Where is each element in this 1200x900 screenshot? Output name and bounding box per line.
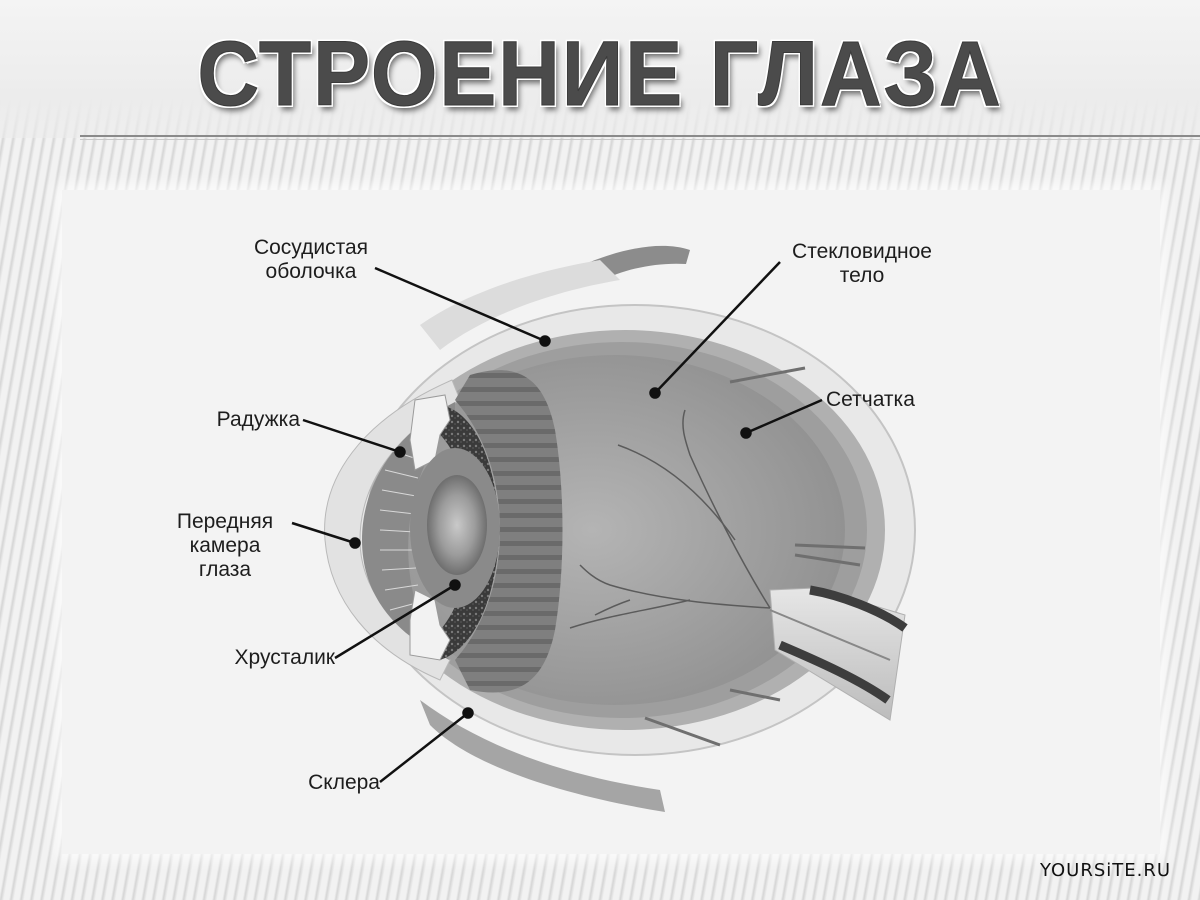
title-band [0, 0, 1200, 138]
title-divider-shadow [80, 139, 1200, 140]
cornea-shape [324, 379, 461, 681]
eyelids [420, 245, 690, 812]
label-choroid: Сосудистая оболочка [253, 236, 369, 283]
label-vitreous-body: Стекловидное тело [792, 240, 932, 287]
watermark: YOURSiTE.RU [1040, 860, 1172, 881]
label-lens: Хрусталик [234, 646, 335, 669]
label-sclera: Склера [308, 771, 380, 794]
ciliary-body [455, 370, 563, 693]
label-anterior-chamber: Передняя камера глаза [176, 510, 274, 581]
leader-lines [291, 261, 823, 783]
optic-nerve [769, 585, 908, 721]
retinal-vessels [569, 409, 771, 629]
lens-nucleus [427, 475, 487, 575]
label-retina: Сетчатка [826, 388, 915, 411]
anterior-chamber-shape [362, 402, 455, 660]
label-iris: Радужка [216, 408, 300, 431]
title-divider [80, 135, 1200, 137]
eye-muscles [644, 366, 866, 747]
page-title: СТРОЕНИЕ ГЛАЗА [197, 23, 1003, 125]
